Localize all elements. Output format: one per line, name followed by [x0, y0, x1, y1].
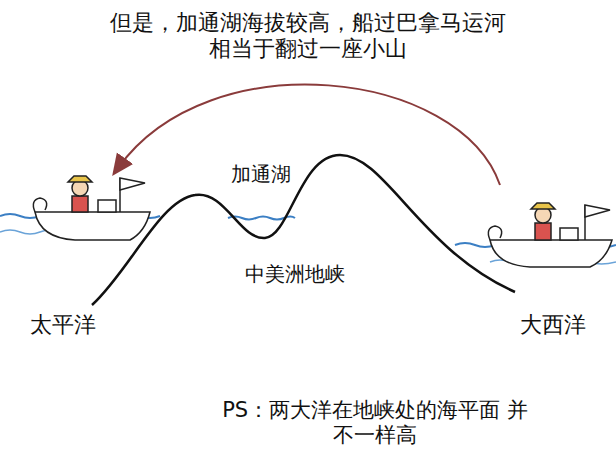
isthmus-label: 中美洲地峡 [245, 262, 345, 286]
boat-right [488, 203, 612, 267]
ocean-label: 大西洋 [520, 312, 586, 338]
title-text: 但是，加通湖海拔较高，船过巴拿马运河 相当于翻过一座小山 [103, 10, 513, 63]
caption-text: PS：两大洋在地峡处的海平面 并不一样高 [215, 398, 535, 448]
route-arrow [118, 85, 500, 185]
ocean-label: 太平洋 [30, 312, 96, 338]
lake-label: 加通湖 [231, 162, 291, 186]
boat-left [33, 176, 150, 240]
isthmus-outline [92, 155, 515, 305]
